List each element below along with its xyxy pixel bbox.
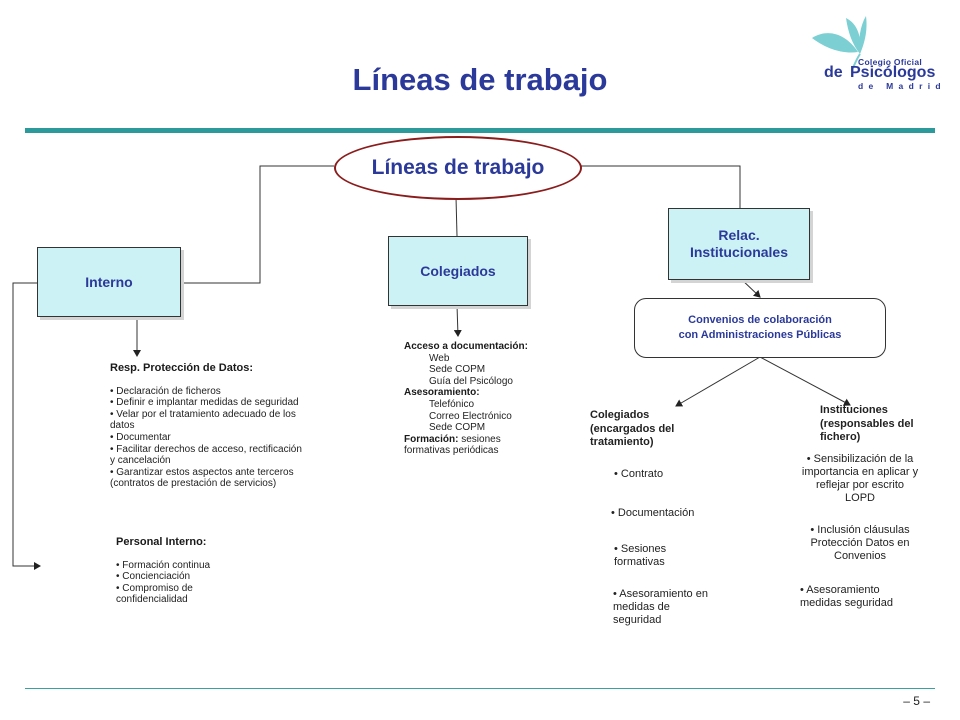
acceso-block: Acceso a documentación: Web Sede COPM Gu… — [404, 341, 528, 457]
logo-de: de — [824, 64, 843, 81]
sensibilizacion-text: • Sensibilización de la — [806, 453, 914, 465]
convenios-box: Convenios de colaboración con Administra… — [634, 298, 886, 358]
acceso-item: Web — [429, 352, 450, 364]
asesoramiento-colegiados-text: medidas de — [613, 601, 670, 613]
asesoramiento-instituciones-text: medidas seguridad — [800, 597, 893, 609]
asesoramiento-colegiados-text: • Asesoramiento en — [613, 588, 708, 600]
resp-item: • Documentar — [110, 431, 171, 443]
interno-box: Interno — [37, 247, 181, 317]
connector-colegiados-acceso — [453, 304, 462, 337]
interno-label: Interno — [85, 274, 133, 290]
personal-heading: Personal Interno: — [116, 536, 207, 548]
asesoramiento-item: Sede COPM — [429, 422, 486, 434]
resp-item: (contratos de prestación de servicios) — [110, 478, 277, 490]
resp-item: • Facilitar derechos de acceso, rectific… — [110, 443, 302, 455]
relac-line1: Relac. — [718, 227, 760, 243]
asesoramiento-instituciones-text: • Asesoramiento — [800, 584, 880, 596]
col-colegiados-line: Colegiados — [590, 409, 650, 421]
page-number: – 5 – — [903, 694, 930, 708]
resp-item: y cancelación — [110, 455, 171, 467]
asesoramiento-colegiados-item: • Asesoramiento en medidas de seguridad — [613, 588, 708, 627]
col-instituciones-line: (responsables del — [820, 417, 914, 430]
sesiones-text: • Sesiones — [614, 543, 667, 555]
inclusion-text: • Inclusión cláusulas — [810, 524, 910, 536]
acceso-item: Guía del Psicólogo — [429, 375, 513, 387]
documentacion-item: • Documentación — [611, 507, 694, 520]
logo-line1: Colegio Oficial — [858, 57, 923, 67]
connector-root-relac — [578, 165, 741, 208]
convenios-line2: con Administraciones Públicas — [678, 329, 842, 341]
connector-root-colegiados — [455, 196, 458, 237]
personal-item: • Compromiso de — [116, 582, 193, 594]
documentacion-text: • Documentación — [611, 507, 695, 519]
asesoramiento-item: Correo Electrónico — [429, 410, 512, 422]
asesoramiento-instituciones-item: • Asesoramiento medidas seguridad — [800, 584, 893, 610]
col-instituciones-heading: Instituciones (responsables del fichero) — [820, 404, 914, 445]
inclusion-text: Protección Datos en — [810, 537, 910, 549]
resp-item: • Velar por el tratamiento adecuado de l… — [110, 408, 296, 420]
formacion-heading: Formación: — [404, 433, 459, 445]
resp-heading: Resp. Protección de Datos: — [110, 362, 254, 374]
connector-convenios-instituciones — [759, 356, 851, 406]
col-instituciones-line: Instituciones — [820, 404, 888, 416]
logo-line3: de Madrid — [858, 81, 946, 91]
relac-line2: Institucionales — [689, 244, 789, 260]
col-colegiados-line: (encargados del — [590, 422, 675, 435]
connector-convenios-colegiados — [675, 356, 761, 407]
contrato-item: • Contrato — [614, 468, 663, 481]
connector-root-interno — [180, 165, 334, 284]
colegiados-box: Colegiados — [388, 236, 528, 306]
asesoramiento-item: Telefónico — [429, 398, 475, 410]
col-colegiados-heading: Colegiados (encargados del tratamiento) — [590, 409, 674, 450]
resp-item: • Declaración de ficheros — [110, 385, 221, 397]
inclusion-text: Convenios — [834, 550, 886, 562]
logo-line2: Psicólogos — [850, 64, 936, 81]
leaf-icon — [812, 16, 867, 71]
resp-item: datos — [110, 420, 135, 432]
formacion-line: Formación: sesiones — [404, 434, 528, 446]
sensibilizacion-text: reflejar por escrito — [815, 479, 905, 491]
colegiados-label: Colegiados — [420, 263, 496, 279]
acceso-heading: Acceso a documentación: — [404, 341, 528, 352]
resp-block: Resp. Protección de Datos: • Declaración… — [110, 362, 302, 490]
sensibilizacion-item: • Sensibilización de la importancia en a… — [780, 453, 940, 505]
formacion-text: sesiones — [458, 433, 501, 445]
sesiones-item: • Sesiones formativas — [614, 543, 666, 569]
personal-item: • Formación continua — [116, 559, 211, 571]
resp-item: • Definir e implantar medidas de segurid… — [110, 397, 299, 409]
root-label: Líneas de trabajo — [371, 156, 545, 179]
connector-interno-personal — [12, 282, 41, 570]
formacion-text-2: formativas periódicas — [404, 445, 499, 457]
personal-block: Personal Interno: • Formación continua •… — [116, 536, 211, 606]
personal-item: • Concienciación — [116, 571, 191, 583]
convenios-line1: Convenios de colaboración — [688, 314, 832, 326]
contrato-text: • Contrato — [614, 468, 664, 480]
connector-relac-convenios — [739, 277, 761, 298]
footer-rule — [25, 688, 935, 689]
sesiones-text: formativas — [614, 556, 665, 568]
asesoramiento-colegiados-text: seguridad — [613, 614, 662, 626]
relac-box: Relac. Institucionales — [668, 208, 810, 280]
acceso-item: Sede COPM — [429, 364, 486, 376]
resp-item: • Garantizar estos aspectos ante tercero… — [110, 466, 294, 478]
sensibilizacion-text: LOPD — [845, 492, 875, 504]
root-oval: Líneas de trabajo — [334, 136, 582, 200]
inclusion-item: • Inclusión cláusulas Protección Datos e… — [780, 524, 940, 563]
sensibilizacion-text: importancia en aplicar y — [801, 466, 919, 478]
personal-item: confidencialidad — [116, 594, 188, 606]
col-instituciones-line: fichero) — [820, 431, 861, 443]
col-colegiados-line: tratamiento) — [590, 436, 654, 448]
asesoramiento-heading: Asesoramiento: — [404, 387, 480, 399]
header-rule — [25, 128, 935, 133]
page-title: Líneas de trabajo — [352, 62, 608, 97]
